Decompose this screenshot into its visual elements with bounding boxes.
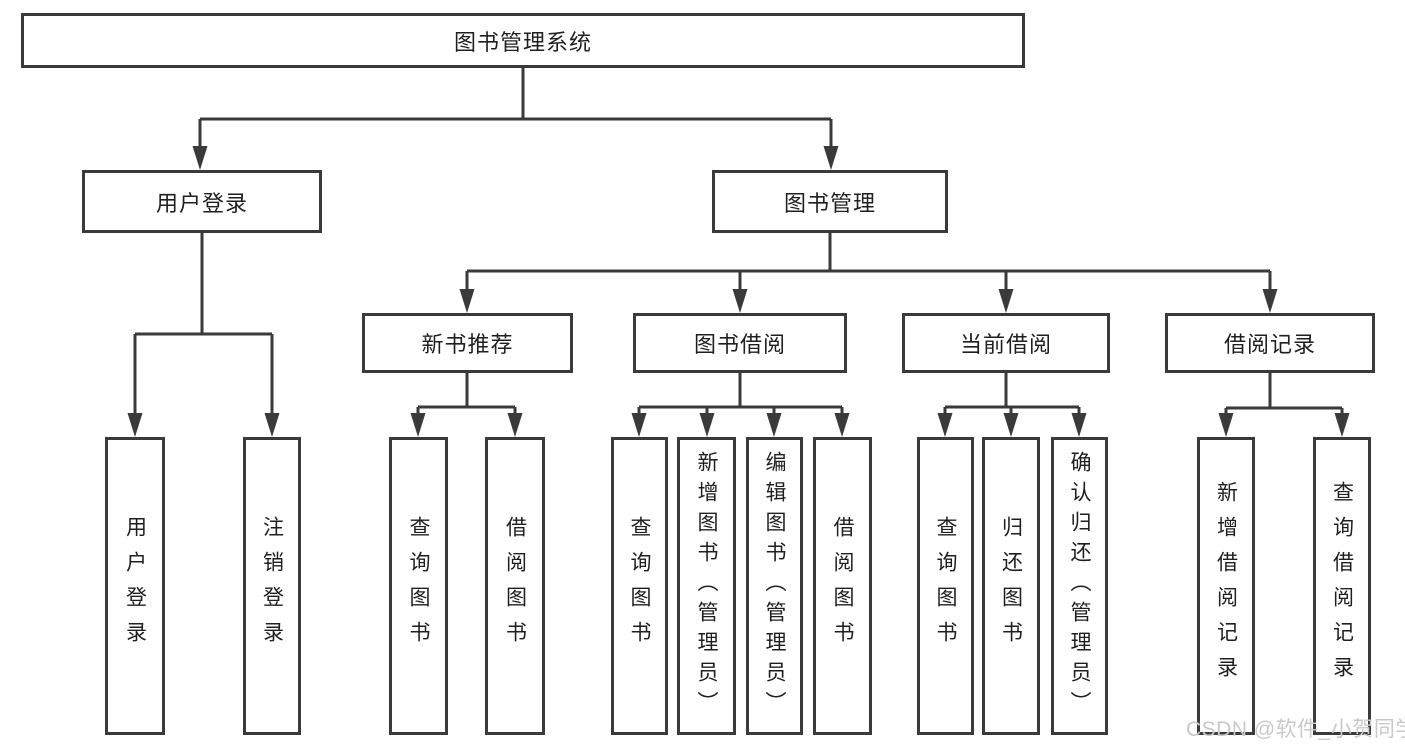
leaf-borrow-books-recommend-label: 借阅图书 [503,516,527,656]
leaf-query-books-borrow-label: 查询图书 [628,516,651,656]
node-borrow-records-label: 借阅记录 [1223,332,1316,357]
leaf-query-books-current: 查询图书 [917,437,974,735]
node-book-borrow-label: 图书借阅 [693,332,786,357]
connector-root-split [192,68,839,170]
leaf-borrow-books: 借阅图书 [813,437,872,735]
node-new-book-recommend-label: 新书推荐 [421,332,514,357]
node-new-book-recommend: 新书推荐 [362,313,573,373]
leaf-edit-book-admin: 编辑图书（管理员） [746,437,803,735]
connector-book-borrow-split [631,373,850,437]
connector-borrow-records-split [1218,373,1350,437]
node-user-login: 用户登录 [82,170,322,233]
node-current-borrow-label: 当前借阅 [959,332,1052,357]
leaf-logout-label: 注销登录 [260,516,284,656]
connector-new-book-recommend-split [410,373,523,437]
leaf-query-borrow-record-label: 查询借阅记录 [1330,481,1354,691]
leaf-add-book-admin: 新增图书（管理员） [677,437,736,735]
node-book-management: 图书管理 [712,170,948,233]
connector-current-borrow-split [937,373,1087,437]
connector-user-login-split [127,233,280,437]
node-book-management-label: 图书管理 [783,190,876,216]
watermark: CSDN @软件_小贺同学 [1186,718,1405,741]
leaf-user-login: 用户登录 [105,437,165,735]
leaf-return-book-label: 归还图书 [999,516,1023,656]
connector-book-management-split [459,233,1278,313]
leaf-query-books-recommend-label: 查询图书 [407,516,430,656]
leaf-confirm-return-admin-label: 确认归还（管理员） [1068,451,1091,721]
leaf-borrow-books-recommend: 借阅图书 [485,437,545,735]
node-borrow-records: 借阅记录 [1165,313,1375,373]
leaf-query-books-current-label: 查询图书 [934,516,957,656]
leaf-query-books-borrow: 查询图书 [611,437,668,735]
leaf-query-books-recommend: 查询图书 [389,437,448,735]
leaf-logout: 注销登录 [243,437,301,735]
leaf-query-borrow-record: 查询借阅记录 [1313,437,1371,735]
node-book-borrow: 图书借阅 [633,313,847,373]
leaf-add-borrow-record-label: 新增借阅记录 [1214,481,1238,691]
leaf-borrow-books-label: 借阅图书 [831,516,854,656]
node-root-label: 图书管理系统 [453,29,592,55]
leaf-user-login-label: 用户登录 [123,516,147,656]
leaf-add-book-admin-label: 新增图书（管理员） [695,451,718,721]
leaf-confirm-return-admin: 确认归还（管理员） [1051,437,1108,735]
leaf-add-borrow-record: 新增借阅记录 [1197,437,1255,735]
node-user-login-label: 用户登录 [155,190,248,216]
leaf-edit-book-admin-label: 编辑图书（管理员） [763,451,786,721]
leaf-return-book: 归还图书 [982,437,1040,735]
node-current-borrow: 当前借阅 [902,313,1110,373]
node-root: 图书管理系统 [21,13,1025,68]
